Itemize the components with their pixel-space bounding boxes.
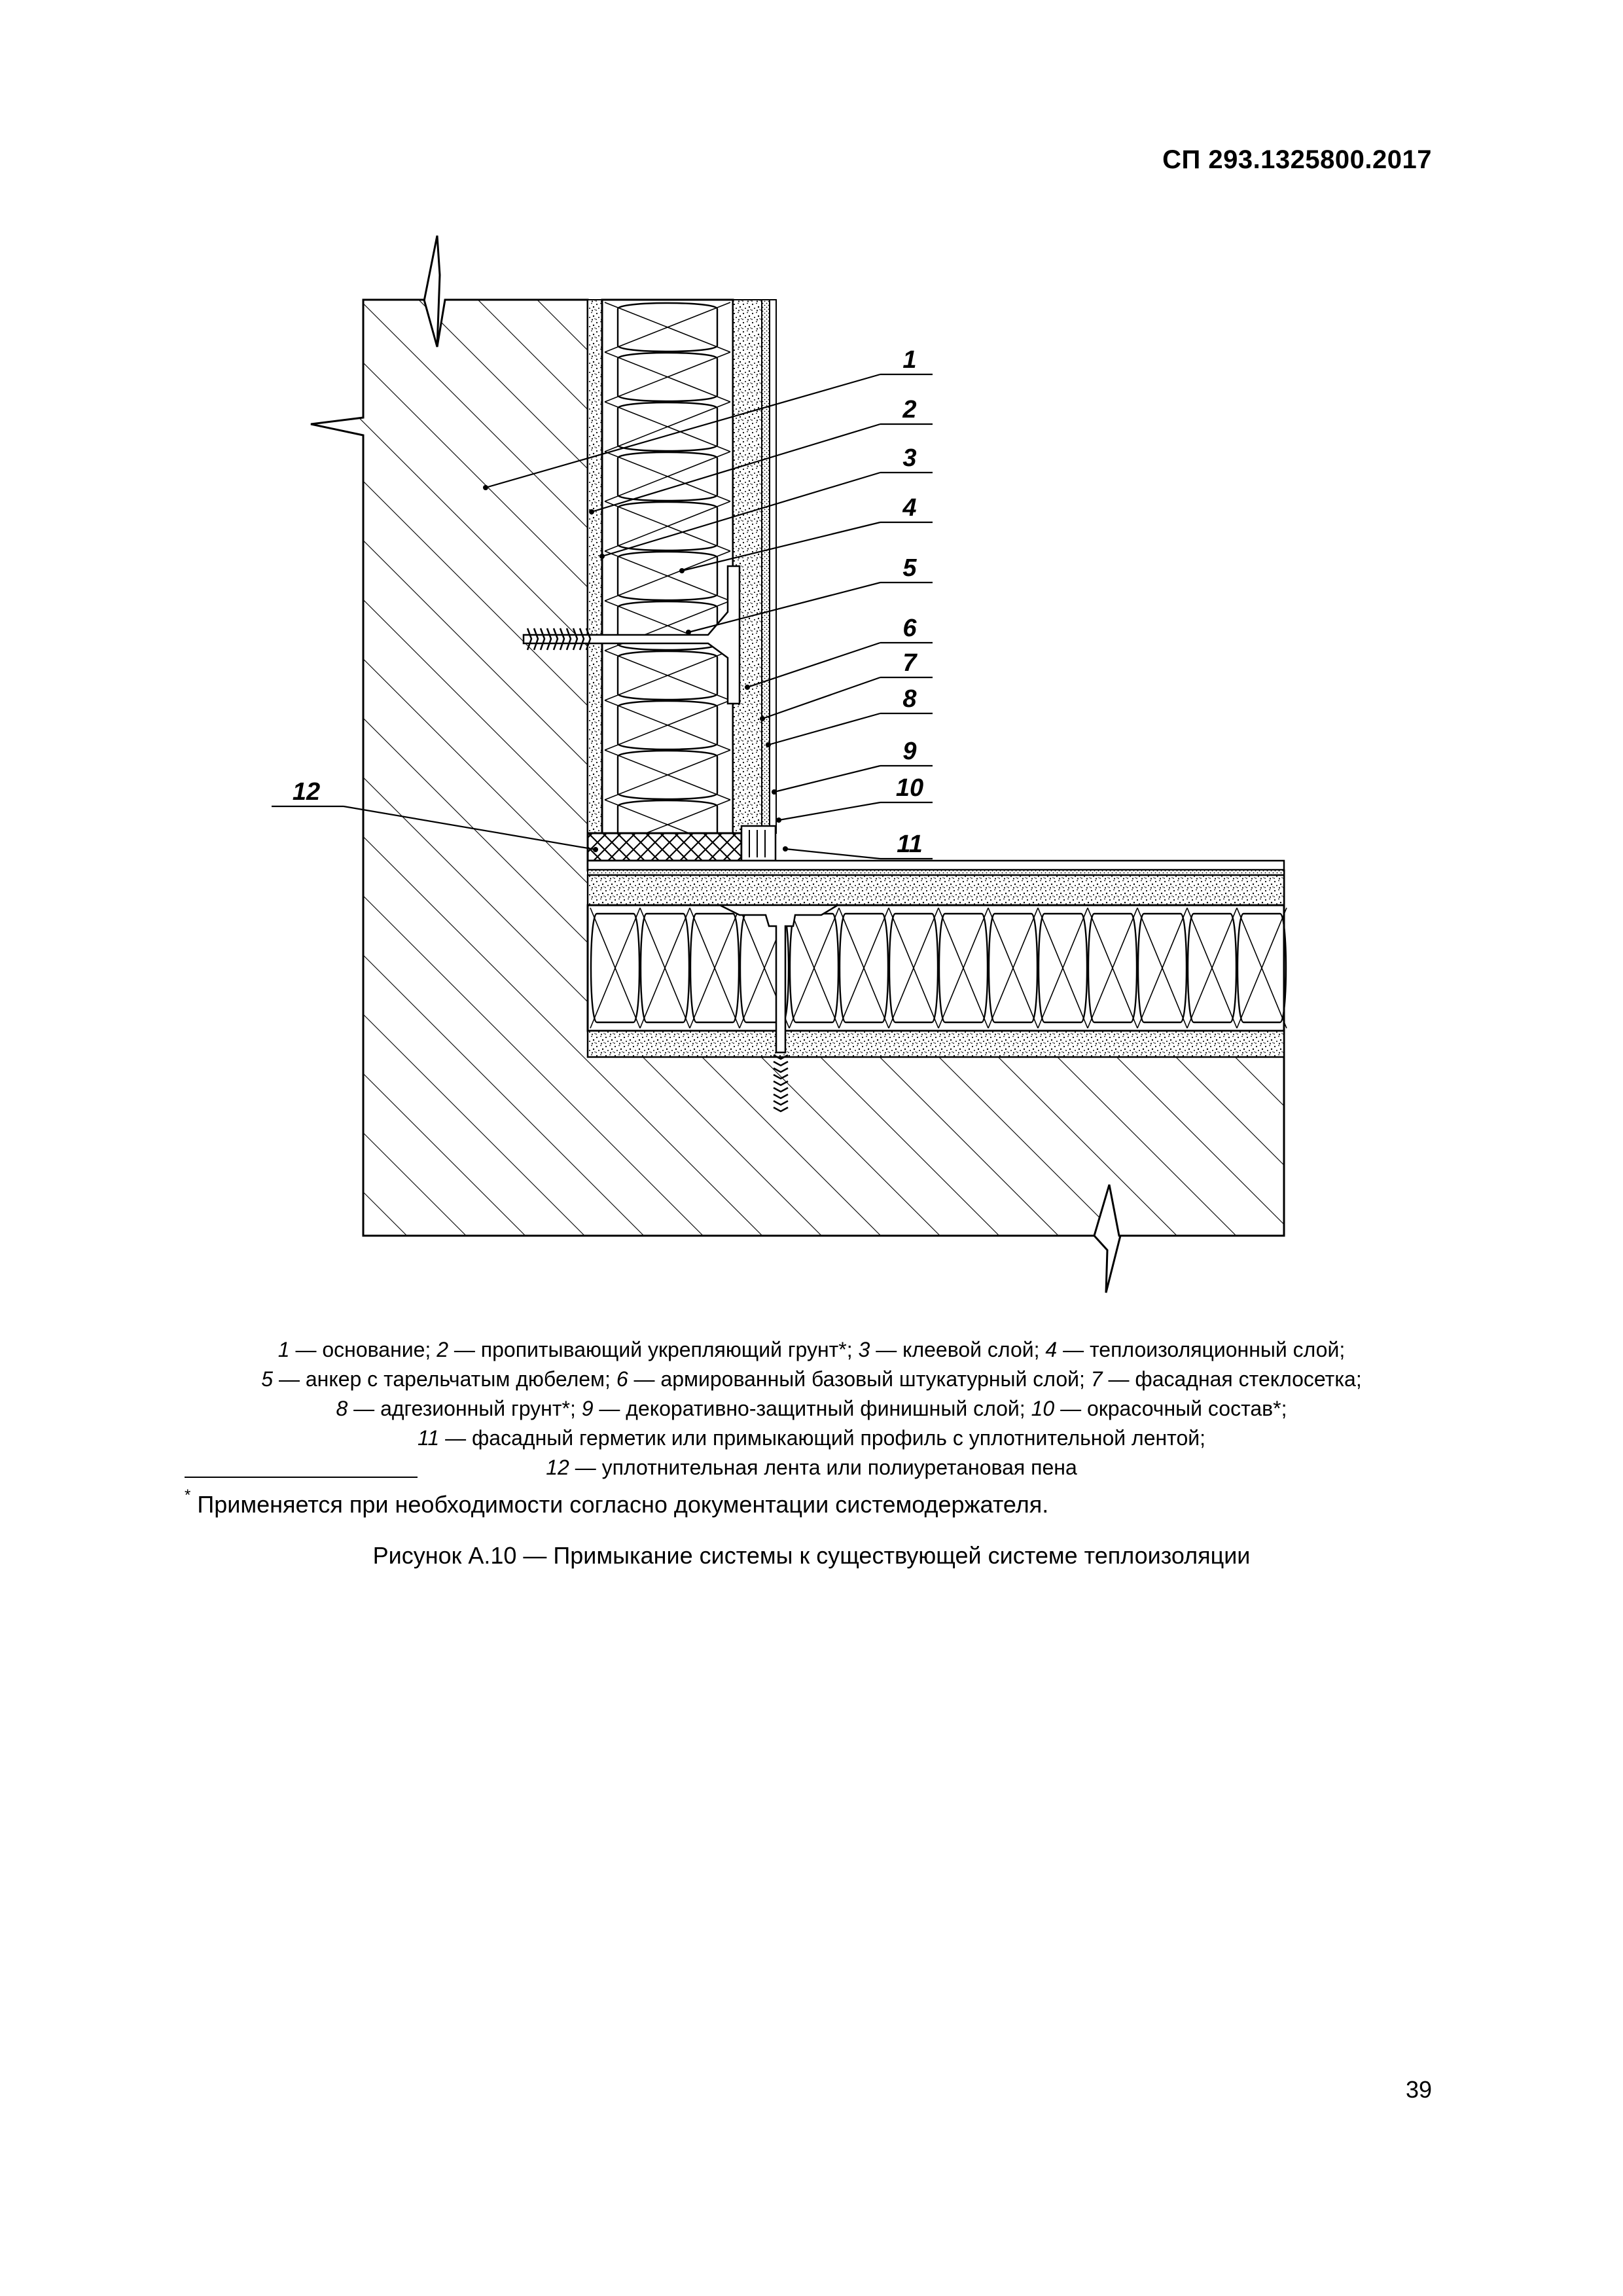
- break-mark-bottom: [1093, 1234, 1122, 1293]
- callout-5: 5: [902, 554, 917, 582]
- footnote-mark: *: [185, 1486, 191, 1504]
- callout-8: 8: [902, 685, 917, 713]
- legend-line-5: 12 — уплотнительная лента или полиуретан…: [546, 1456, 1077, 1479]
- callout-9: 9: [902, 738, 916, 765]
- callout-3: 3: [902, 444, 916, 472]
- callout-1: 1: [902, 346, 916, 374]
- section-drawing: 1 2 3 4 5 6 7 8 9 10 11 12: [272, 235, 1287, 1293]
- callout-7: 7: [902, 649, 918, 677]
- callout-2: 2: [902, 396, 916, 423]
- callout-11: 11: [897, 831, 922, 858]
- horizontal-system: [586, 859, 1287, 1113]
- sealing-tape: [586, 832, 743, 862]
- footnote-text: Применяется при необходимости согласно д…: [190, 1491, 1049, 1518]
- leader-lines: [272, 373, 933, 860]
- legend-line-3: 8 — адгезионный грунт*; 9 — декоративно-…: [336, 1397, 1287, 1420]
- figure-caption: Рисунок А.10 — Примыкание системы к суще…: [372, 1542, 1251, 1569]
- break-mark-top: [423, 235, 441, 348]
- callout-6: 6: [902, 615, 917, 642]
- footnote-rule: [185, 1477, 418, 1478]
- page-number: 39: [1405, 2076, 1432, 2103]
- legend-line-4: 11 — фасадный герметик или примыкающий п…: [417, 1426, 1206, 1450]
- sealant-profile: [740, 825, 777, 862]
- callout-12: 12: [293, 778, 320, 806]
- base-concrete: [310, 298, 1285, 1237]
- callout-4: 4: [902, 494, 916, 522]
- legend-line-2: 5 — анкер с тарельчатым дюбелем; 6 — арм…: [261, 1367, 1362, 1391]
- document-code: СП 293.1325800.2017: [1162, 145, 1432, 174]
- footnote: * Применяется при необходимости согласно…: [185, 1486, 1049, 1518]
- legend-line-1: 1 — основание; 2 — пропитывающий укрепля…: [277, 1338, 1346, 1361]
- legend: 1 — основание; 2 — пропитывающий укрепля…: [0, 1335, 1623, 1482]
- callout-10: 10: [896, 774, 923, 802]
